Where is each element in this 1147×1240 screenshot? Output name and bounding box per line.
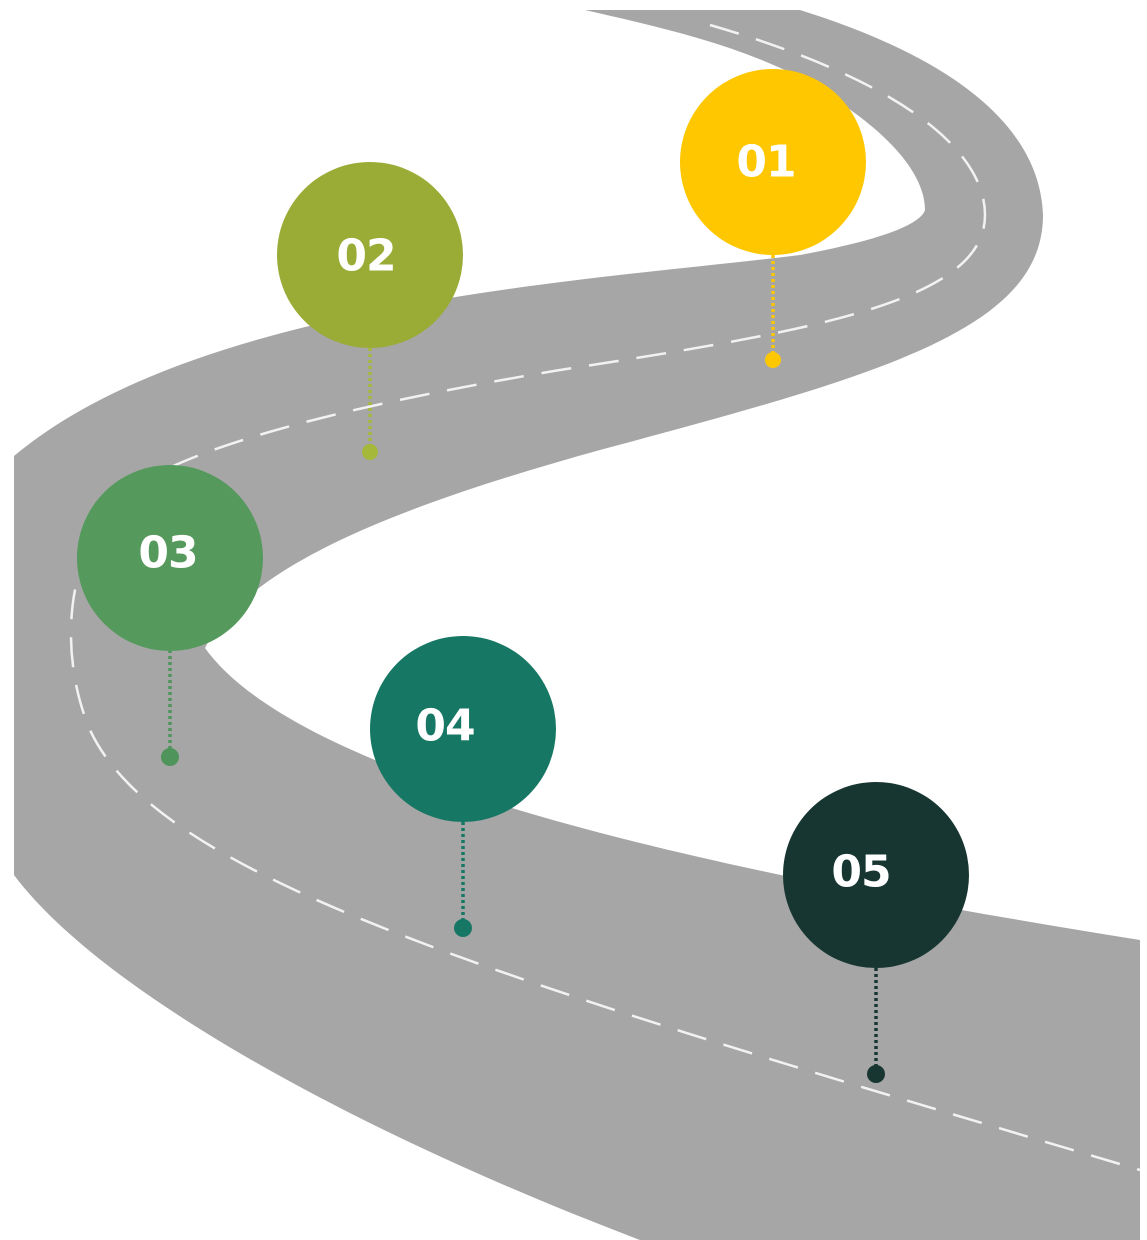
milestone-02-label: 02 — [336, 231, 395, 282]
road-center-line — [69, 23, 1141, 1172]
milestone-05-pin-dot — [867, 1065, 885, 1083]
milestone-04-pin-dot — [454, 919, 472, 937]
milestone-05-circle — [783, 782, 969, 968]
milestone-04: 04 — [370, 636, 556, 937]
milestone-05-label: 05 — [831, 847, 890, 898]
milestone-02: 02 — [277, 162, 463, 460]
milestone-01: 01 — [680, 69, 866, 368]
milestone-03-label: 03 — [138, 528, 197, 579]
milestone-01-label: 01 — [736, 137, 795, 188]
milestone-01-circle — [680, 69, 866, 255]
milestone-04-circle — [370, 636, 556, 822]
milestone-01-pin-dot — [765, 352, 781, 368]
milestone-05: 05 — [783, 782, 969, 1083]
milestone-03: 03 — [77, 465, 263, 766]
milestone-03-circle — [77, 465, 263, 651]
milestone-02-pin-dot — [362, 444, 378, 460]
milestone-04-label: 04 — [415, 701, 474, 752]
milestone-03-pin-dot — [161, 748, 179, 766]
milestone-02-circle — [277, 162, 463, 348]
